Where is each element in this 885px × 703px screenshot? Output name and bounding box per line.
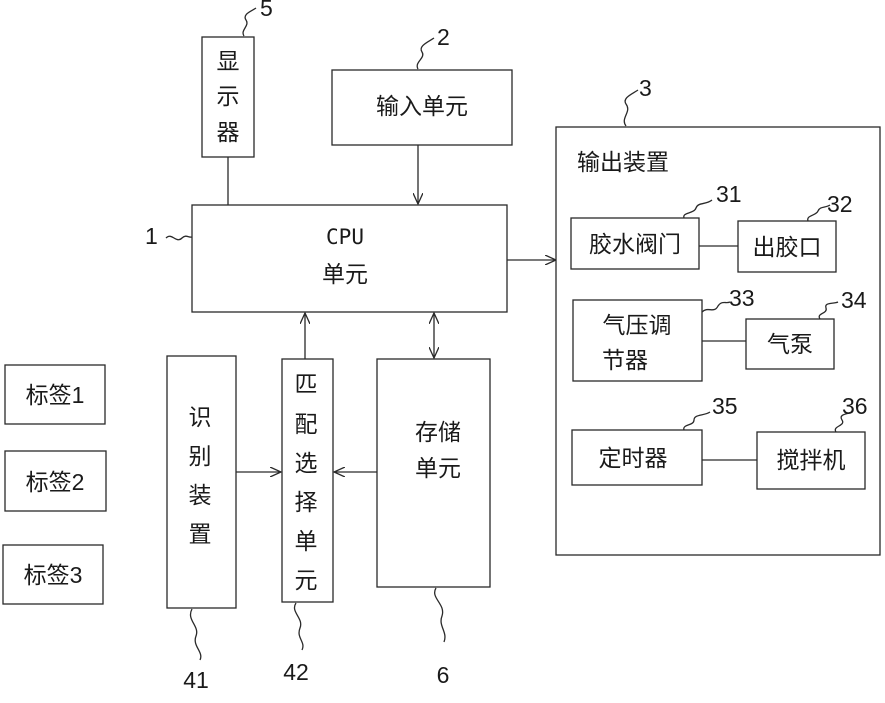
mixer-ref-number: 36: [842, 393, 868, 419]
storage-unit-ref-number: 6: [437, 662, 450, 688]
matching-unit-char-1: 匹: [295, 372, 318, 398]
glue-outlet-ref-leader: [807, 204, 831, 222]
recognition-device-char-3: 装: [189, 483, 212, 509]
mixer-ref-leader: [834, 411, 853, 433]
tags-group: 标签1 标签2 标签3: [2, 364, 107, 605]
matching-unit-char-5: 单: [295, 529, 318, 555]
recognition-device-char-2: 别: [189, 444, 212, 470]
air-pump-ref-number: 34: [841, 287, 867, 313]
cpu-unit-label-line1: CPU: [326, 225, 364, 249]
matching-unit-char-3: 选: [295, 451, 318, 477]
recognition-device-char-4: 置: [189, 522, 212, 548]
recognition-device-block: 识 别 装 置 41: [166, 355, 281, 693]
recognition-device-ref-leader: [189, 608, 202, 661]
output-device-ref-leader: [623, 89, 639, 127]
display-label-char-3: 器: [217, 120, 240, 146]
cpu-unit-label-line2: 单元: [322, 262, 368, 288]
cpu-unit-ref-leader: [165, 235, 193, 241]
input-unit-ref-leader: [416, 37, 435, 70]
storage-unit-label-line1: 存储: [415, 420, 461, 446]
mixer-box: [756, 431, 866, 490]
matching-unit-ref-number: 42: [283, 659, 309, 685]
cpu-unit-box: [191, 204, 508, 313]
pressure-regulator-label-line2: 节器: [602, 348, 648, 374]
glue-valve-box: [570, 217, 700, 270]
display-box: [201, 36, 255, 158]
air-pump-box: [745, 318, 835, 370]
pressure-regulator-ref-leader: [701, 301, 731, 313]
storage-unit-label-line2: 单元: [415, 456, 461, 482]
display-ref-number: 5: [260, 0, 273, 21]
glue-outlet-label: 出胶口: [753, 235, 822, 261]
recognition-device-ref-number: 41: [183, 667, 209, 693]
tag-3-box: [2, 544, 104, 605]
glue-outlet-ref-number: 32: [827, 191, 853, 217]
output-device-title: 输出装置: [577, 150, 669, 176]
tag-2-label: 标签2: [26, 469, 85, 495]
display-label-char-2: 示: [217, 84, 240, 110]
storage-unit-box: [376, 358, 491, 588]
tag-3-label: 标签3: [24, 562, 83, 588]
input-unit-block: 输入单元 2: [331, 24, 513, 204]
recognition-device-box: [166, 355, 237, 609]
cpu-unit-block: CPU 单元 1: [145, 204, 556, 313]
timer-ref-number: 35: [712, 393, 738, 419]
glue-valve-ref-leader: [683, 199, 713, 219]
glue-valve-label: 胶水阀门: [589, 232, 681, 258]
tag-1-box: [4, 364, 106, 425]
input-unit-ref-number: 2: [437, 24, 450, 50]
matching-unit-ref-leader: [293, 602, 304, 651]
mixer-label: 搅拌机: [777, 448, 846, 474]
glue-valve-ref-number: 31: [716, 181, 742, 207]
pressure-regulator-label-line1: 气压调: [603, 313, 672, 339]
recognition-device-char-1: 识: [189, 405, 212, 431]
tag-2-box: [4, 450, 107, 512]
input-unit-label: 输入单元: [376, 94, 468, 120]
output-device-block: 输出装置 3 胶水阀门 31 出胶口 32 气压调 节器 33 气泵 34 定时…: [555, 75, 881, 556]
storage-unit-block: 存储 单元 6: [334, 313, 491, 688]
display-ref-leader: [242, 7, 257, 37]
timer-ref-leader: [683, 411, 711, 431]
pressure-regulator-ref-number: 33: [729, 285, 755, 311]
output-device-ref-number: 3: [639, 75, 652, 101]
tag-1-label: 标签1: [26, 382, 85, 408]
timer-label: 定时器: [599, 446, 668, 472]
timer-box: [571, 429, 703, 486]
input-unit-box: [331, 69, 513, 146]
glue-outlet-box: [737, 220, 837, 273]
display-label-char-1: 显: [217, 49, 240, 75]
display-block: 显 示 器 5: [201, 0, 273, 205]
matching-unit-char-2: 配: [295, 412, 318, 438]
air-pump-label: 气泵: [767, 332, 813, 358]
matching-unit-char-4: 择: [295, 490, 318, 516]
storage-unit-ref-leader: [434, 587, 446, 643]
pressure-regulator-box: [572, 299, 703, 382]
cpu-unit-ref-number: 1: [145, 223, 158, 249]
air-pump-ref-leader: [818, 301, 839, 320]
matching-unit-char-6: 元: [295, 568, 318, 594]
matching-unit-block: 匹 配 选 择 单 元 42: [281, 313, 334, 685]
matching-unit-box: [281, 358, 334, 603]
